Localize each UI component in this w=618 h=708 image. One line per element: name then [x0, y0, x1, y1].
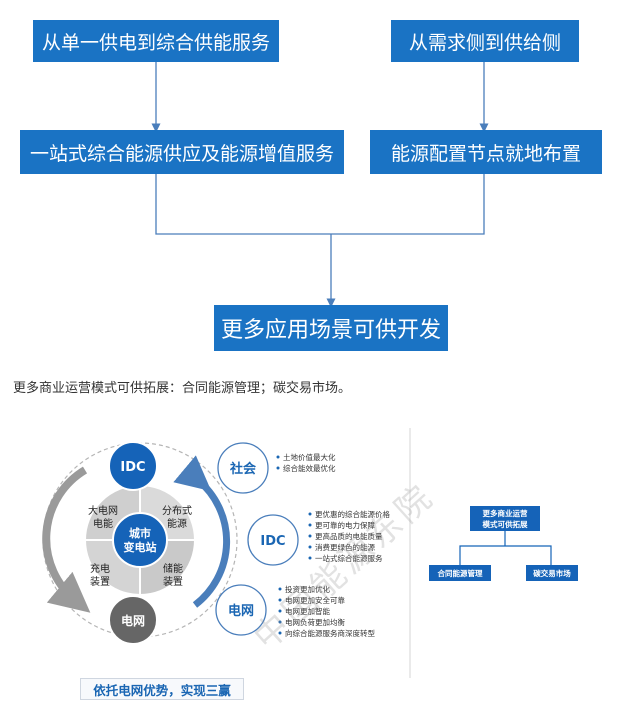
benefit-society-circle — [217, 442, 269, 494]
grid-item-2: 电网更加安全可靠 — [285, 595, 345, 605]
node-idc-label: IDC — [120, 460, 145, 475]
idc-item-3: 更高品质的电能质量 — [315, 531, 383, 541]
grid-item-4: 电网负荷更加均衡 — [285, 617, 345, 627]
center-label-2: 变电站 — [124, 540, 157, 554]
tree-right-box — [526, 565, 578, 581]
grid-item-5: 向综合能源服务商深度转型 — [285, 628, 375, 638]
figure-title: 依托电网优势，实现三赢 — [80, 678, 244, 700]
flow-box-demand-to-supply: 从需求侧到供给侧 — [391, 20, 579, 62]
tree-root-label-2: 模式可供拓展 — [483, 519, 528, 529]
tree-root-label-1: 更多商业运营 — [483, 508, 528, 518]
benefit-grid-circle — [215, 584, 267, 636]
caption-text: 更多商业运营模式可供拓展：合同能源管理；碳交易市场。 — [13, 381, 352, 396]
idc-item-1: 更优惠的综合能源价格 — [315, 509, 390, 519]
right-curved-arrow — [173, 455, 231, 608]
sector-label-charge-2: 装置 — [90, 575, 110, 588]
node-idc-circle — [108, 441, 158, 491]
benefit-idc-label: IDC — [260, 534, 285, 549]
flow-box-single-to-integrated: 从单一供电到综合供能服务 — [33, 20, 279, 62]
node-grid-label: 电网 — [121, 613, 145, 628]
idc-item-4: 消费更绿色的能源 — [315, 542, 375, 552]
society-item-2: 综合能效最优化 — [283, 463, 336, 473]
left-curved-arrow — [42, 466, 91, 613]
flow-box-node-deployment: 能源配置节点就地布置 — [370, 130, 602, 174]
center-substation-circle — [112, 512, 168, 568]
tree-root-box — [470, 506, 540, 531]
idc-item-5: 一站式综合能源服务 — [315, 553, 383, 563]
benefit-idc-circle — [247, 514, 299, 566]
flow-box-one-stop-service: 一站式综合能源供应及能源增值服务 — [20, 130, 344, 174]
merge-connector — [155, 174, 485, 235]
center-label-1: 城市 — [129, 526, 151, 540]
flow-box-more-scenarios: 更多应用场景可供开发 — [214, 305, 448, 351]
society-item-1: 土地价值最大化 — [283, 452, 336, 462]
grid-item-1: 投资更加优化 — [285, 584, 330, 594]
sector-label-dist-1: 分布式 — [162, 504, 192, 517]
idc-item-2: 更可靠的电力保障 — [315, 520, 375, 530]
sector-label-charge-1: 充电 — [90, 562, 110, 575]
benefit-grid-label: 电网 — [228, 603, 254, 619]
benefit-society-label: 社会 — [229, 461, 257, 477]
grid-item-3: 电网更加智能 — [285, 606, 330, 616]
tree-left-box — [429, 565, 491, 581]
sector-label-dist-2: 能源 — [167, 517, 187, 530]
sector-label-storage-2: 装置 — [163, 575, 183, 588]
sector-label-grid-1: 大电网 — [88, 504, 118, 517]
flow-connectors — [151, 62, 489, 308]
tree-left-label: 合同能源管理 — [438, 568, 483, 578]
sector-label-grid-2: 电能 — [93, 517, 113, 530]
node-grid-circle — [108, 595, 158, 645]
tree-right-label: 碳交易市场 — [533, 568, 571, 578]
tree-branch — [459, 545, 552, 565]
sector-label-storage-1: 储能 — [163, 562, 183, 575]
